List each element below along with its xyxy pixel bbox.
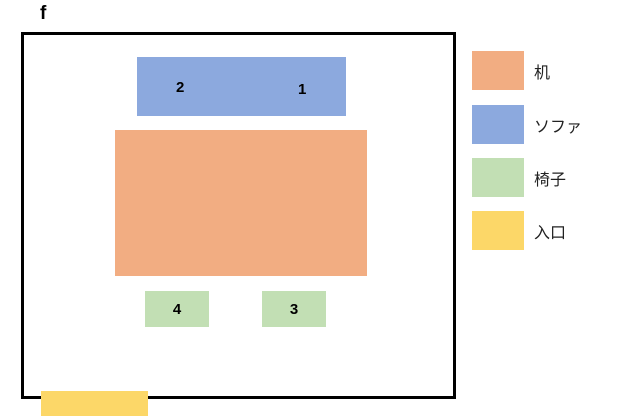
furniture-label-2: 2 bbox=[176, 79, 185, 96]
legend-swatch-chair bbox=[472, 158, 524, 197]
furniture-desk[interactable] bbox=[115, 130, 367, 276]
furniture-chair-3[interactable]: 3 bbox=[262, 291, 326, 327]
legend-swatch-entrance bbox=[472, 211, 524, 250]
furniture-sofa[interactable]: 2 1 bbox=[137, 57, 346, 116]
legend-swatch-sofa bbox=[472, 105, 524, 144]
room-outline bbox=[21, 32, 456, 399]
furniture-label-4: 4 bbox=[172, 300, 182, 318]
furniture-label-3: 3 bbox=[289, 300, 299, 318]
furniture-label-1: 1 bbox=[298, 81, 307, 98]
legend-label-sofa: ソファ bbox=[534, 118, 583, 136]
legend-item-chair[interactable]: 椅子 bbox=[472, 158, 623, 197]
furniture-entrance[interactable] bbox=[41, 391, 148, 416]
legend-item-sofa[interactable]: ソファ bbox=[472, 105, 623, 144]
legend-label-entrance: 入口 bbox=[534, 224, 567, 242]
legend-label-chair: 椅子 bbox=[534, 171, 567, 189]
legend-swatch-desk bbox=[472, 51, 524, 90]
legend-label-desk: 机 bbox=[534, 64, 551, 82]
page-title: f bbox=[40, 3, 47, 24]
legend-item-entrance[interactable]: 入口 bbox=[472, 211, 623, 250]
furniture-chair-4[interactable]: 4 bbox=[145, 291, 209, 327]
legend-item-desk[interactable]: 机 bbox=[472, 51, 623, 90]
